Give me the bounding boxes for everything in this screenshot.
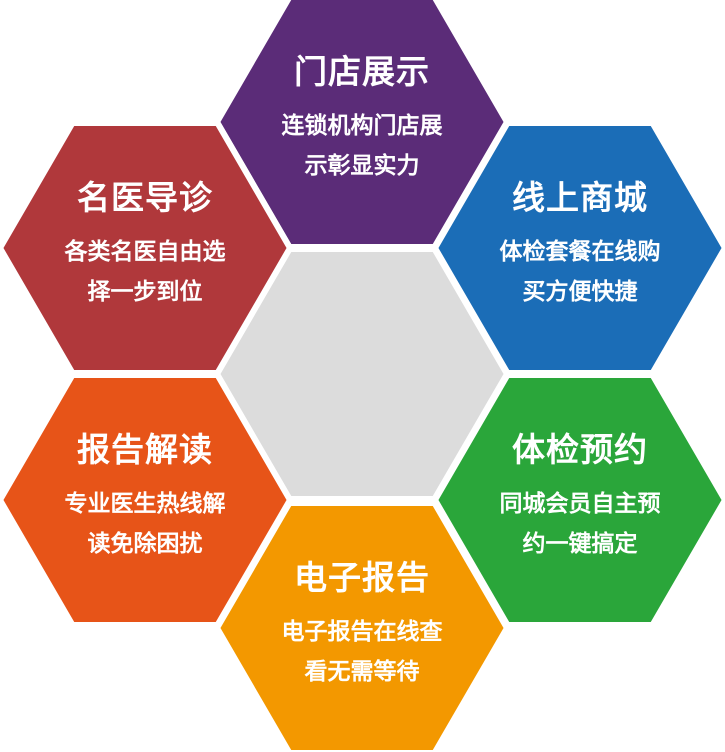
hex-desc-line: 择一步到位 (87, 279, 203, 305)
hex-e-report (214, 500, 510, 752)
hex-title: 名医导诊 (77, 178, 213, 217)
hex-desc-line: 买方便快捷 (522, 279, 638, 305)
hex-desc-line: 专业医生热线解 (64, 491, 226, 517)
hex-title: 体检预约 (512, 430, 648, 469)
hex-desc-line: 各类名医自由选 (64, 239, 226, 265)
hex-title: 门店展示 (294, 52, 430, 91)
hex-store-text: 门店展示 连锁机构门店展 示彰显实力 (217, 52, 507, 186)
hex-title: 报告解读 (77, 430, 213, 469)
hex-e-report-text: 电子报告 电子报告在线查 看无需等待 (217, 558, 507, 692)
hex-desc-line: 连锁机构门店展 (281, 113, 443, 139)
hex-report-read-text: 报告解读 专业医生热线解 读免除困扰 (0, 430, 290, 564)
hex-title: 线上商城 (512, 178, 648, 217)
hex-doctor-text: 名医导诊 各类名医自由选 择一步到位 (0, 178, 290, 312)
hex-desc-line: 体检套餐在线购 (499, 239, 661, 265)
hex-desc-line: 约一键搞定 (522, 531, 638, 557)
hex-desc-line: 读免除困扰 (87, 531, 203, 557)
hex-desc-line: 示彰显实力 (304, 153, 420, 179)
hex-title: 电子报告 (294, 558, 430, 597)
hex-desc-line: 电子报告在线查 (281, 619, 443, 645)
hex-desc-line: 看无需等待 (304, 659, 420, 685)
hex-booking-text: 体检预约 同城会员自主预 约一键搞定 (435, 430, 725, 564)
hex-mall-text: 线上商城 体检套餐在线购 买方便快捷 (435, 178, 725, 312)
hex-desc-line: 同城会员自主预 (499, 491, 661, 517)
